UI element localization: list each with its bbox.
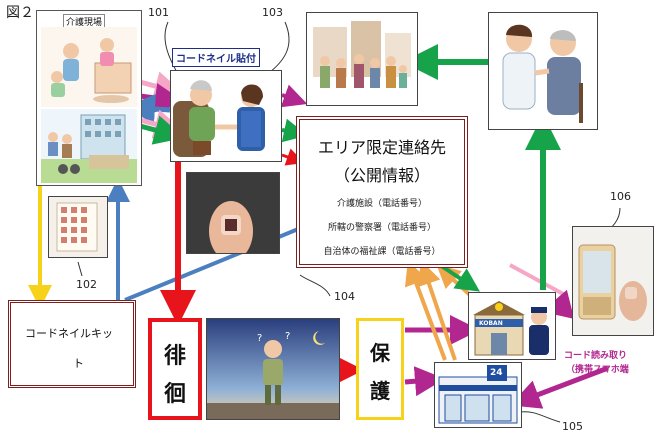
wander-char-1: 徘 — [163, 344, 186, 369]
code-nail-kit-box: コードネイルキッ ト — [8, 300, 136, 388]
arrow-protect-to-store — [404, 366, 445, 397]
leader-104 — [299, 274, 331, 297]
wandering-man-panel: ? ? — [206, 318, 340, 420]
arrow-orange-1 — [404, 260, 447, 361]
family-panel — [306, 12, 418, 106]
nurse-elder-illustration — [171, 71, 281, 161]
leader-105 — [519, 411, 561, 423]
arrow-green-area-police — [438, 263, 480, 292]
phone-panel — [572, 226, 654, 336]
nail-sheet-illustration — [49, 197, 107, 257]
nail-closeup-illustration — [187, 173, 279, 253]
wander-box: 徘 徊 — [148, 318, 202, 420]
ref-101: 101 — [148, 6, 169, 19]
protect-box: 保 護 — [356, 318, 404, 420]
leader-102 — [77, 261, 83, 277]
arrow-pink-right — [509, 263, 566, 297]
protect-char-2: 護 — [370, 379, 390, 403]
area-contact-title-line2: （公開情報） — [333, 166, 430, 185]
figure-label: 図２ — [6, 5, 34, 21]
ref-103: 103 — [262, 6, 283, 19]
ref-104: 104 — [334, 290, 355, 303]
area-contact-item-police: 所轄の警察署（電話番号） — [327, 223, 436, 233]
store-illustration — [435, 363, 521, 427]
nurse-elder-panel — [170, 70, 282, 162]
arrow-red-to-area — [281, 148, 305, 166]
arrow-blue-left — [125, 94, 171, 124]
helper-elder-panel — [488, 12, 598, 130]
police-sign: KOBAN — [479, 320, 503, 327]
nail-closeup-panel — [186, 172, 280, 254]
ref-106: 106 — [610, 190, 631, 203]
arrow-green-mid — [139, 115, 185, 145]
area-contact-title-line1: エリア限定連絡先 — [317, 138, 446, 157]
arrow-green-to-area — [281, 118, 308, 143]
nail-sheet-panel — [48, 196, 108, 258]
reader-label-line1: コード読み取り — [564, 351, 628, 361]
ref-105: 105 — [562, 420, 583, 433]
kit-label-line2: ト — [73, 357, 84, 370]
leader-103 — [269, 21, 290, 73]
care-site-panel: 介護現場 — [36, 10, 142, 186]
helper-elder-illustration — [489, 13, 597, 129]
wander-char-2: 徊 — [163, 382, 186, 407]
arrow-phone-to-police — [541, 289, 575, 319]
arrow-magenta-top — [139, 83, 185, 113]
caregiving-illustration — [41, 27, 137, 107]
area-contact-item-welfare: 自治体の福祉課（電話番号） — [323, 247, 441, 257]
svg-text:?: ? — [285, 331, 290, 342]
family-illustration — [307, 13, 417, 105]
nail-sticker-label: コードネイル貼付 — [172, 48, 260, 67]
store-panel: 24 — [434, 362, 522, 428]
protect-char-1: 保 — [370, 341, 390, 365]
arrow-phone-to-store — [509, 365, 609, 409]
phone-illustration — [573, 227, 653, 335]
facility-illustration — [41, 109, 137, 183]
arrow-magenta-to-area — [280, 84, 308, 108]
police-box-panel: KOBAN — [468, 292, 556, 360]
arrow-pink-top — [139, 71, 185, 101]
reader-label-box: コード読み取り （携帯スマホ端 — [560, 348, 654, 378]
kit-label-line1: コードネイルキッ — [25, 327, 113, 340]
wandering-man-illustration: ? ? — [207, 319, 339, 419]
store-sign: 24 — [490, 368, 503, 378]
area-contact-box: エリア限定連絡先 （公開情報） 介護施設（電話番号） 所轄の警察署（電話番号） … — [296, 116, 468, 268]
area-contact-item-facility: 介護施設（電話番号） — [336, 199, 427, 209]
arrow-orange-2 — [417, 260, 457, 361]
svg-text:?: ? — [257, 333, 262, 344]
reader-label-line2: （携帯スマホ端 — [566, 365, 629, 375]
ref-102: 102 — [76, 278, 97, 291]
police-box-illustration — [469, 293, 555, 359]
